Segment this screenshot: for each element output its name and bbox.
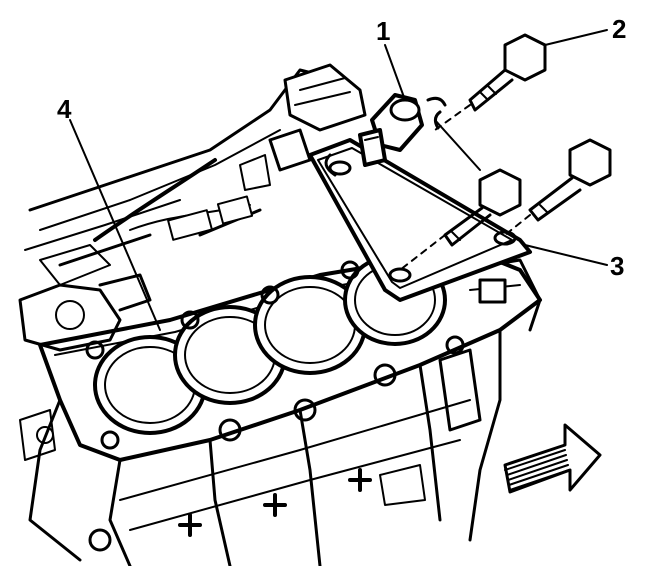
gasket-plate-icon — [308, 138, 532, 302]
callout-4: 4 — [57, 94, 72, 124]
callout-1: 1 — [376, 16, 390, 46]
bolt-icon — [324, 33, 612, 271]
engine-block-drawing — [18, 63, 542, 566]
leader-lines — [69, 29, 608, 331]
head-bolt-holes — [85, 260, 465, 450]
front-arrow-icon — [503, 423, 602, 494]
callout-2: 2 — [612, 14, 626, 44]
spacer-icon — [358, 93, 424, 167]
callout-3: 3 — [610, 251, 624, 281]
